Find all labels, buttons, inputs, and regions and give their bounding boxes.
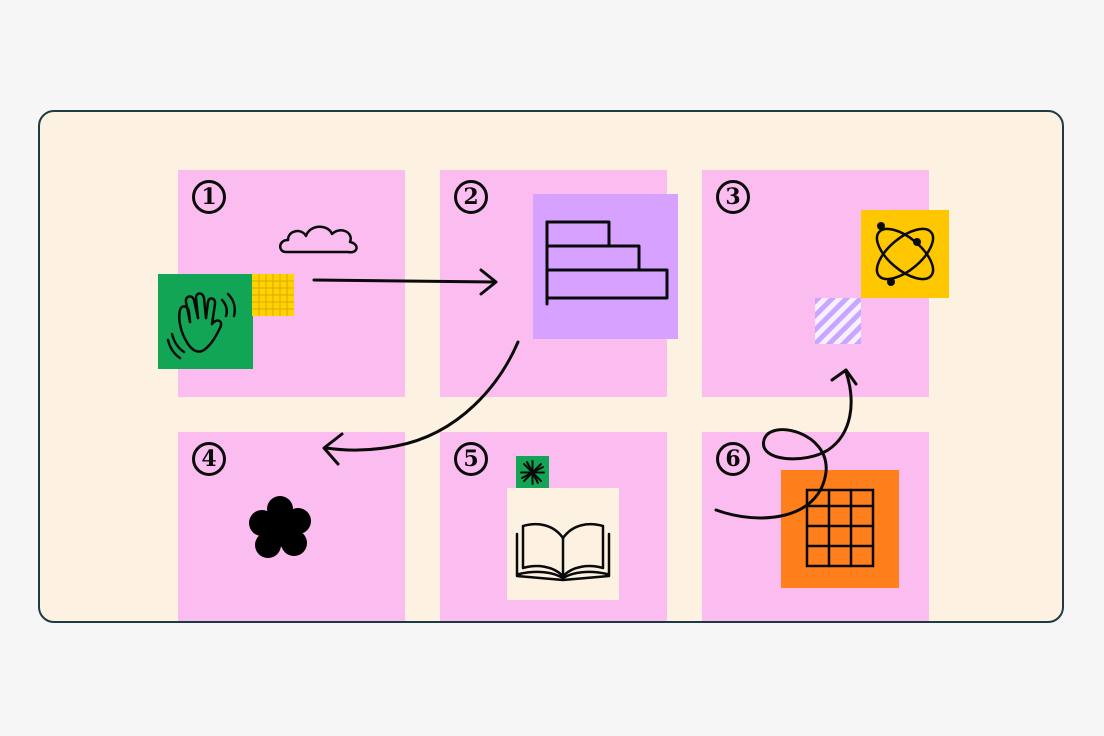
table-grid-icon[interactable]: [781, 470, 899, 588]
atom-icon[interactable]: [861, 210, 949, 298]
waving-hand-icon[interactable]: [158, 274, 253, 369]
tile-number: 1: [192, 180, 226, 214]
cloud-icon[interactable]: [278, 216, 362, 258]
grid-icon[interactable]: [252, 274, 294, 316]
tile-number: 3: [716, 180, 750, 214]
tile-number: 6: [716, 442, 750, 476]
stripes-icon[interactable]: [815, 298, 861, 344]
tile-number: 4: [192, 442, 226, 476]
open-book-icon[interactable]: [507, 488, 619, 600]
stairs-icon[interactable]: [533, 194, 678, 339]
tile-number: 5: [454, 442, 488, 476]
tile-number: 2: [454, 180, 488, 214]
board-canvas: 1 2 3 4 5 6: [38, 110, 1064, 623]
flower-icon[interactable]: [246, 495, 314, 563]
sparkle-icon[interactable]: [516, 456, 549, 489]
